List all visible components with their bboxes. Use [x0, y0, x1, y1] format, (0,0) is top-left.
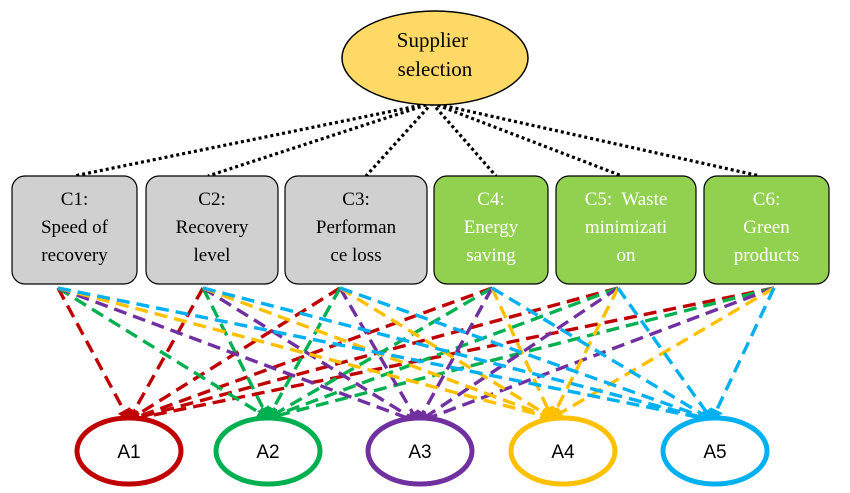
alternative-ellipse: [213, 415, 323, 487]
criterion-label-line: Energy: [464, 217, 519, 238]
link-c3-a4: [339, 286, 555, 420]
criterion-box: [145, 175, 279, 285]
alternative-label: A5: [703, 442, 726, 463]
criterion-label-line: C1:: [61, 189, 88, 210]
alternative-ellipse: [74, 415, 184, 487]
alternatives-row: A1 A2 A3 A4 A5: [74, 415, 770, 487]
goal-node-supplier-selection: Supplier selection: [341, 10, 529, 106]
alternative-node-a4: A4: [508, 415, 618, 487]
criterion-label-line: products: [734, 245, 799, 266]
criterion-label-line: Performan: [316, 217, 397, 238]
criterion-label-line: on: [617, 245, 637, 266]
criterion-node-c1: C1: Speed of recovery: [11, 175, 138, 285]
criterion-node-c5: C5: Waste minimizati on: [555, 175, 697, 285]
link-c1-a2: [57, 286, 271, 420]
link-c1-a3: [57, 286, 421, 425]
goal-label-line-1: Supplier: [397, 28, 468, 52]
criterion-label: C6: Green products: [734, 189, 799, 266]
criterion-box: [284, 175, 428, 285]
criterion-label-line: ce loss: [330, 245, 381, 266]
link-c1-a4: [57, 286, 555, 422]
link-c6-a3: [415, 286, 775, 425]
alternative-label: A1: [117, 442, 140, 463]
criterion-label-line: C3:: [342, 189, 369, 210]
criterion-label-line: C2:: [198, 189, 225, 210]
link-goal-c6: [431, 101, 761, 178]
goal-label: Supplier selection: [397, 28, 473, 81]
link-c5-a4: [550, 287, 620, 421]
alternative-node-a3: A3: [365, 415, 475, 487]
criterion-label: C1: Speed of recovery: [41, 189, 109, 266]
criterion-label-line: C4:: [477, 189, 504, 210]
alternative-ellipse: [508, 415, 618, 487]
criterion-label: C5: Waste minimizati on: [585, 189, 668, 266]
criterion-node-c6: C6: Green products: [703, 175, 830, 285]
criterion-label: C2: Recovery level: [176, 189, 249, 266]
root-criteria-links: [73, 101, 761, 178]
criterion-node-c4: C4: Energy saving: [433, 175, 549, 285]
link-goal-c5: [431, 101, 623, 178]
alternative-label: A2: [256, 442, 279, 463]
link-c2-a1: [127, 287, 205, 423]
criterion-node-c3: C3: Performan ce loss: [284, 175, 428, 285]
link-c5-a5: [616, 287, 714, 423]
criterion-label-line: recovery: [41, 245, 108, 266]
criterion-box: [703, 175, 830, 285]
criteria-row: C1: Speed of recovery C2: Recovery level C3: Pe…: [11, 175, 830, 285]
alternative-ellipse: [365, 415, 475, 487]
criterion-label-line: saving: [466, 245, 516, 266]
link-c2-a5: [202, 286, 715, 424]
link-c1-a5: [57, 286, 715, 425]
link-c3-a2: [266, 287, 342, 421]
link-c4-a5: [491, 286, 715, 422]
link-goal-c3: [364, 101, 434, 178]
criterion-label-line: Speed of: [41, 217, 109, 238]
criterion-label: C4: Energy saving: [464, 189, 519, 266]
link-c5-a3: [415, 286, 619, 424]
link-c4-a1: [126, 286, 493, 423]
criterion-node-c2: C2: Recovery level: [145, 175, 279, 285]
link-c1-a1: [56, 287, 131, 423]
link-goal-c4: [430, 101, 498, 178]
criterion-label-line: Green: [743, 217, 790, 238]
criterion-label-line: C6:: [753, 189, 780, 210]
goal-label-line-2: selection: [398, 57, 473, 81]
criterion-label-line: C5: Waste: [585, 189, 668, 210]
criterion-box: [433, 175, 549, 285]
alternative-node-a5: A5: [660, 415, 770, 487]
alternative-label: A3: [408, 442, 431, 463]
criteria-alternative-links: [56, 286, 776, 425]
link-c4-a4: [490, 287, 554, 421]
alternative-node-a1: A1: [74, 415, 184, 487]
link-c3-a5: [339, 286, 715, 423]
link-c6-a4: [549, 286, 775, 420]
goal-ellipse: [341, 10, 529, 106]
link-c6-a5: [710, 287, 776, 423]
alternative-ellipse: [660, 415, 770, 487]
criterion-label-line: level: [194, 245, 231, 266]
link-c3-a3: [338, 287, 420, 425]
criterion-label-line: minimizati: [585, 217, 667, 238]
link-goal-c1: [73, 101, 433, 178]
criterion-box: [555, 175, 697, 285]
criterion-label: C3: Performan ce loss: [316, 189, 397, 266]
link-c5-a1: [126, 286, 619, 424]
alternative-node-a2: A2: [213, 415, 323, 487]
alternative-label: A4: [551, 442, 575, 463]
criterion-label-line: Recovery: [176, 217, 249, 238]
criterion-box: [11, 175, 138, 285]
link-c4-a3: [416, 287, 494, 425]
